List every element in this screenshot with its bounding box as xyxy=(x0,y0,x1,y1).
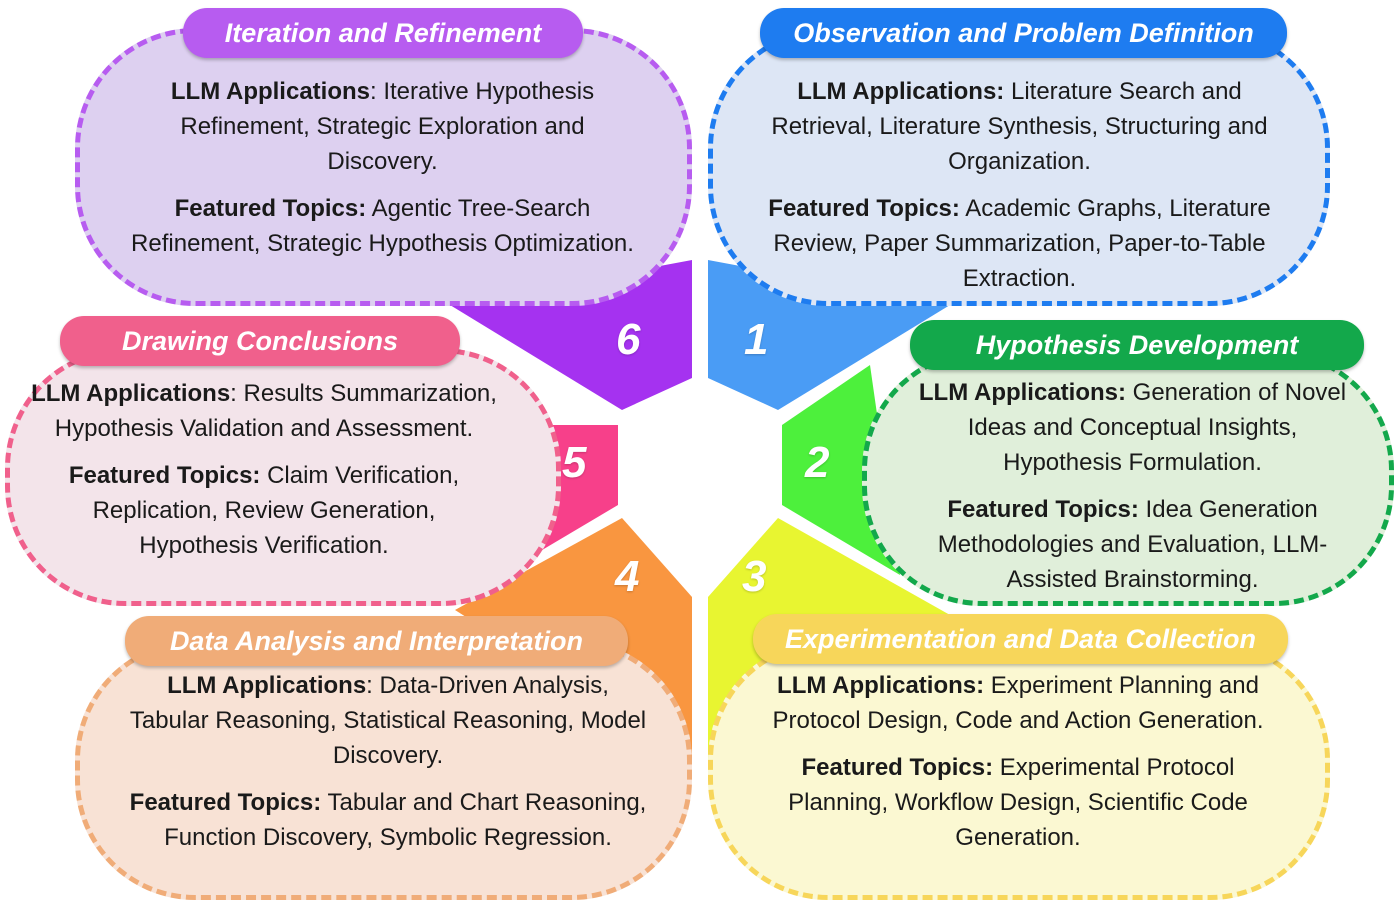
stage-4-topics-label: Featured Topics: xyxy=(129,789,322,816)
stage-6-topics: Agentic Tree-Search Refinement, Strategi… xyxy=(131,195,634,257)
stage-3-topics-label: Featured Topics: xyxy=(801,754,994,781)
stage-2-title: Hypothesis Development xyxy=(910,320,1364,370)
stage-4-topics: Tabular and Chart Reasoning, Function Di… xyxy=(164,789,647,851)
stage-2-topics-label: Featured Topics: xyxy=(947,496,1139,523)
stage-4-text: LLM Applications: Data-Driven Analysis, … xyxy=(128,668,648,867)
stage-5-applications: : Results Summarization, Hypothesis Vali… xyxy=(54,380,497,442)
stage-3-applications: Experiment Planning and Protocol Design,… xyxy=(772,672,1264,734)
stage-5-applications-label: LLM Applications xyxy=(31,380,231,407)
stage-2-applications: Generation of Novel Ideas and Conceptual… xyxy=(967,379,1347,476)
stage-6-applications-label: LLM Applications xyxy=(170,78,370,105)
stage-1-topics: Academic Graphs, Literature Review, Pape… xyxy=(773,195,1271,292)
stage-6-applications: : Iterative Hypothesis Refinement, Strat… xyxy=(180,78,595,175)
stage-3-title: Experimentation and Data Collection xyxy=(753,614,1288,664)
stage-1-applications-label: LLM Applications: xyxy=(797,78,1005,105)
stage-5-text: LLM Applications: Results Summarization,… xyxy=(30,376,498,575)
stage-5-topics-label: Featured Topics: xyxy=(68,462,261,489)
stage-4-title: Data Analysis and Interpretation xyxy=(125,616,628,666)
stage-3-applications-label: LLM Applications: xyxy=(777,672,985,699)
stage-2-text: LLM Applications: Generation of Novel Id… xyxy=(910,375,1355,609)
stage-2-topics: Idea Generation Methodologies and Evalua… xyxy=(937,496,1328,593)
stage-6-number: 6 xyxy=(616,315,641,364)
stage-5-bubble xyxy=(5,348,561,606)
stage-5-topics: Claim Verification, Replication, Review … xyxy=(92,462,460,559)
stage-5-number: 5 xyxy=(562,438,587,487)
stage-6-topics-label: Featured Topics: xyxy=(174,195,367,222)
stage-3-topics: Experimental Protocol Planning, Workflow… xyxy=(788,754,1248,851)
stage-2-number: 2 xyxy=(805,438,830,487)
stage-4-applications: : Data-Driven Analysis, Tabular Reasonin… xyxy=(129,672,647,769)
stage-2-applications-label: LLM Applications: xyxy=(918,379,1126,406)
stage-5-title: Drawing Conclusions xyxy=(60,316,460,366)
stage-3-text: LLM Applications: Experiment Planning an… xyxy=(768,668,1268,867)
stage-3-bubble xyxy=(708,640,1330,900)
stage-1-title: Observation and Problem Definition xyxy=(760,8,1287,58)
stage-3-number: 3 xyxy=(742,552,767,601)
stage-6-title: Iteration and Refinement xyxy=(183,8,583,58)
stage-1-topics-label: Featured Topics: xyxy=(768,195,960,222)
stage-1-text: LLM Applications: Literature Search and … xyxy=(762,74,1277,308)
stage-1-applications: Literature Search and Retrieval, Literat… xyxy=(771,78,1268,175)
stage-1-number: 1 xyxy=(744,315,769,364)
stage-1-bubble xyxy=(708,28,1330,306)
stage-4-applications-label: LLM Applications xyxy=(167,672,367,699)
stage-6-text: LLM Applications: Iterative Hypothesis R… xyxy=(125,74,640,273)
stage-4-number: 4 xyxy=(615,552,640,601)
